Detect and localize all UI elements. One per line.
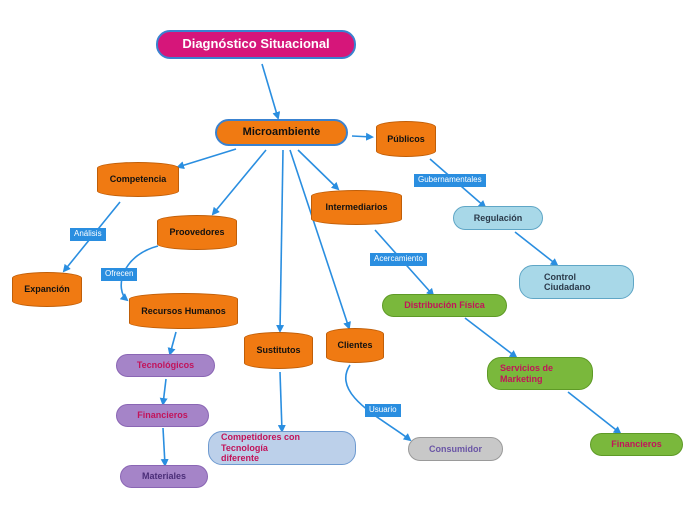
node-control-ciudadano[interactable]: Control Ciudadano (519, 265, 634, 299)
node-competidores-tecnologia[interactable]: Competidores con Tecnología diferente (208, 431, 356, 465)
node-clientes[interactable]: Clientes (326, 328, 384, 363)
edge-regulacion-control (514, 231, 559, 267)
edge-financieros-materiales (160, 427, 169, 467)
edge-distribucion-servicios (464, 317, 518, 359)
edge-micro-proovedores (211, 149, 267, 216)
node-microambiente[interactable]: Microambiente (215, 119, 348, 146)
node-diagnostico-situacional[interactable]: Diagnóstico Situacional (156, 30, 356, 59)
label-analisis: Análisis (70, 228, 106, 241)
edge-micro-publicos (351, 132, 374, 141)
edge-sustitutos-competidores (277, 371, 286, 433)
edge-tecnologicos-financieros (159, 378, 168, 406)
node-tecnologicos[interactable]: Tecnológicos (116, 354, 215, 377)
node-competencia[interactable]: Competencia (97, 162, 179, 197)
edge-micro-intermediarios (297, 149, 340, 191)
node-publicos[interactable]: Públicos (376, 121, 436, 157)
label-usuario: Usuario (365, 404, 401, 417)
label-acercamiento: Acercamiento (370, 253, 427, 266)
node-distribucion-fisica[interactable]: Distribución Física (382, 294, 507, 317)
label-gubernamentales: Gubernamentales (414, 174, 486, 187)
edge-root-micro (261, 63, 281, 120)
edge-rrhh-tecnologicos (167, 331, 177, 356)
node-servicios-marketing[interactable]: Servicios de Marketing (487, 357, 593, 390)
node-intermediarios[interactable]: Intermediarios (311, 190, 402, 225)
node-recursos-humanos[interactable]: Recursos Humanos (129, 293, 238, 329)
edge-micro-clientes (289, 149, 351, 330)
node-materiales[interactable]: Materiales (120, 465, 208, 488)
node-financieros-rrhh[interactable]: Financieros (116, 404, 209, 427)
node-sustitutos[interactable]: Sustitutos (244, 332, 313, 369)
node-financieros-marketing[interactable]: Financieros (590, 433, 683, 456)
label-ofrecen: Ofrecen (101, 268, 138, 281)
edge-micro-competencia (176, 148, 237, 170)
edge-micro-sustitutos (276, 149, 285, 333)
edge-servicios-financieros (567, 391, 622, 435)
node-proovedores[interactable]: Proovedores (157, 215, 237, 250)
node-consumidor[interactable]: Consumidor (408, 437, 503, 461)
node-expancion[interactable]: Expanción (12, 272, 82, 307)
edge-clientes-consumidor (344, 364, 412, 442)
node-regulacion[interactable]: Regulación (453, 206, 543, 230)
